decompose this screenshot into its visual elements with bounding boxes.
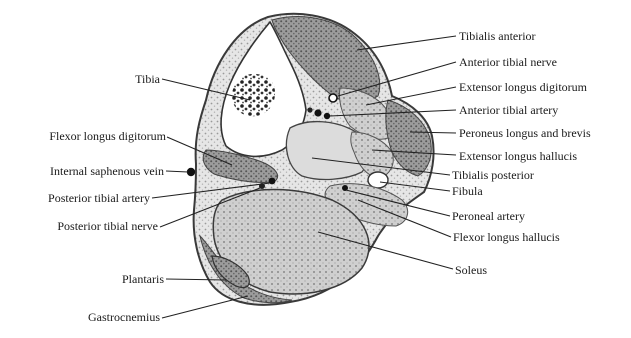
label-tibialis-posterior: Tibialis posterior <box>452 168 534 182</box>
anterior-tibial-artery-dot-3 <box>307 107 312 112</box>
label-posterior-tibial-artery: Posterior tibial artery <box>48 191 150 205</box>
label-peroneus-longus-brevis: Peroneus longus and brevis <box>459 126 591 140</box>
label-tibialis-anterior: Tibialis anterior <box>459 29 536 43</box>
label-posterior-tibial-nerve: Posterior tibial nerve <box>57 219 158 233</box>
label-gastrocnemius: Gastrocnemius <box>88 310 160 324</box>
fibula-bone <box>368 172 388 188</box>
label-soleus: Soleus <box>455 263 487 277</box>
label-flexor-longus-digitorum: Flexor longus digitorum <box>49 129 166 143</box>
leader-internal-saphenous-vein <box>166 171 188 172</box>
anterior-tibial-artery-dot-1 <box>314 109 321 116</box>
label-anterior-tibial-nerve: Anterior tibial nerve <box>459 55 557 69</box>
internal-saphenous-vein-dot <box>187 168 195 176</box>
leader-tibialis-anterior <box>357 36 456 50</box>
label-internal-saphenous-vein: Internal saphenous vein <box>50 164 164 178</box>
label-peroneal-artery: Peroneal artery <box>452 209 525 223</box>
label-plantaris: Plantaris <box>122 272 164 286</box>
label-fibula: Fibula <box>452 184 483 198</box>
anterior-tibial-nerve-dot <box>329 94 337 102</box>
label-extensor-longus-hallucis: Extensor longus hallucis <box>459 149 577 163</box>
label-extensor-longus-digitorum: Extensor longus digitorum <box>459 80 587 94</box>
label-anterior-tibial-artery: Anterior tibial artery <box>459 103 558 117</box>
label-flexor-longus-hallucis: Flexor longus hallucis <box>453 230 560 244</box>
label-tibia: Tibia <box>135 72 160 86</box>
leader-gastrocnemius <box>162 296 248 318</box>
anterior-tibial-artery-dot-2 <box>324 113 330 119</box>
